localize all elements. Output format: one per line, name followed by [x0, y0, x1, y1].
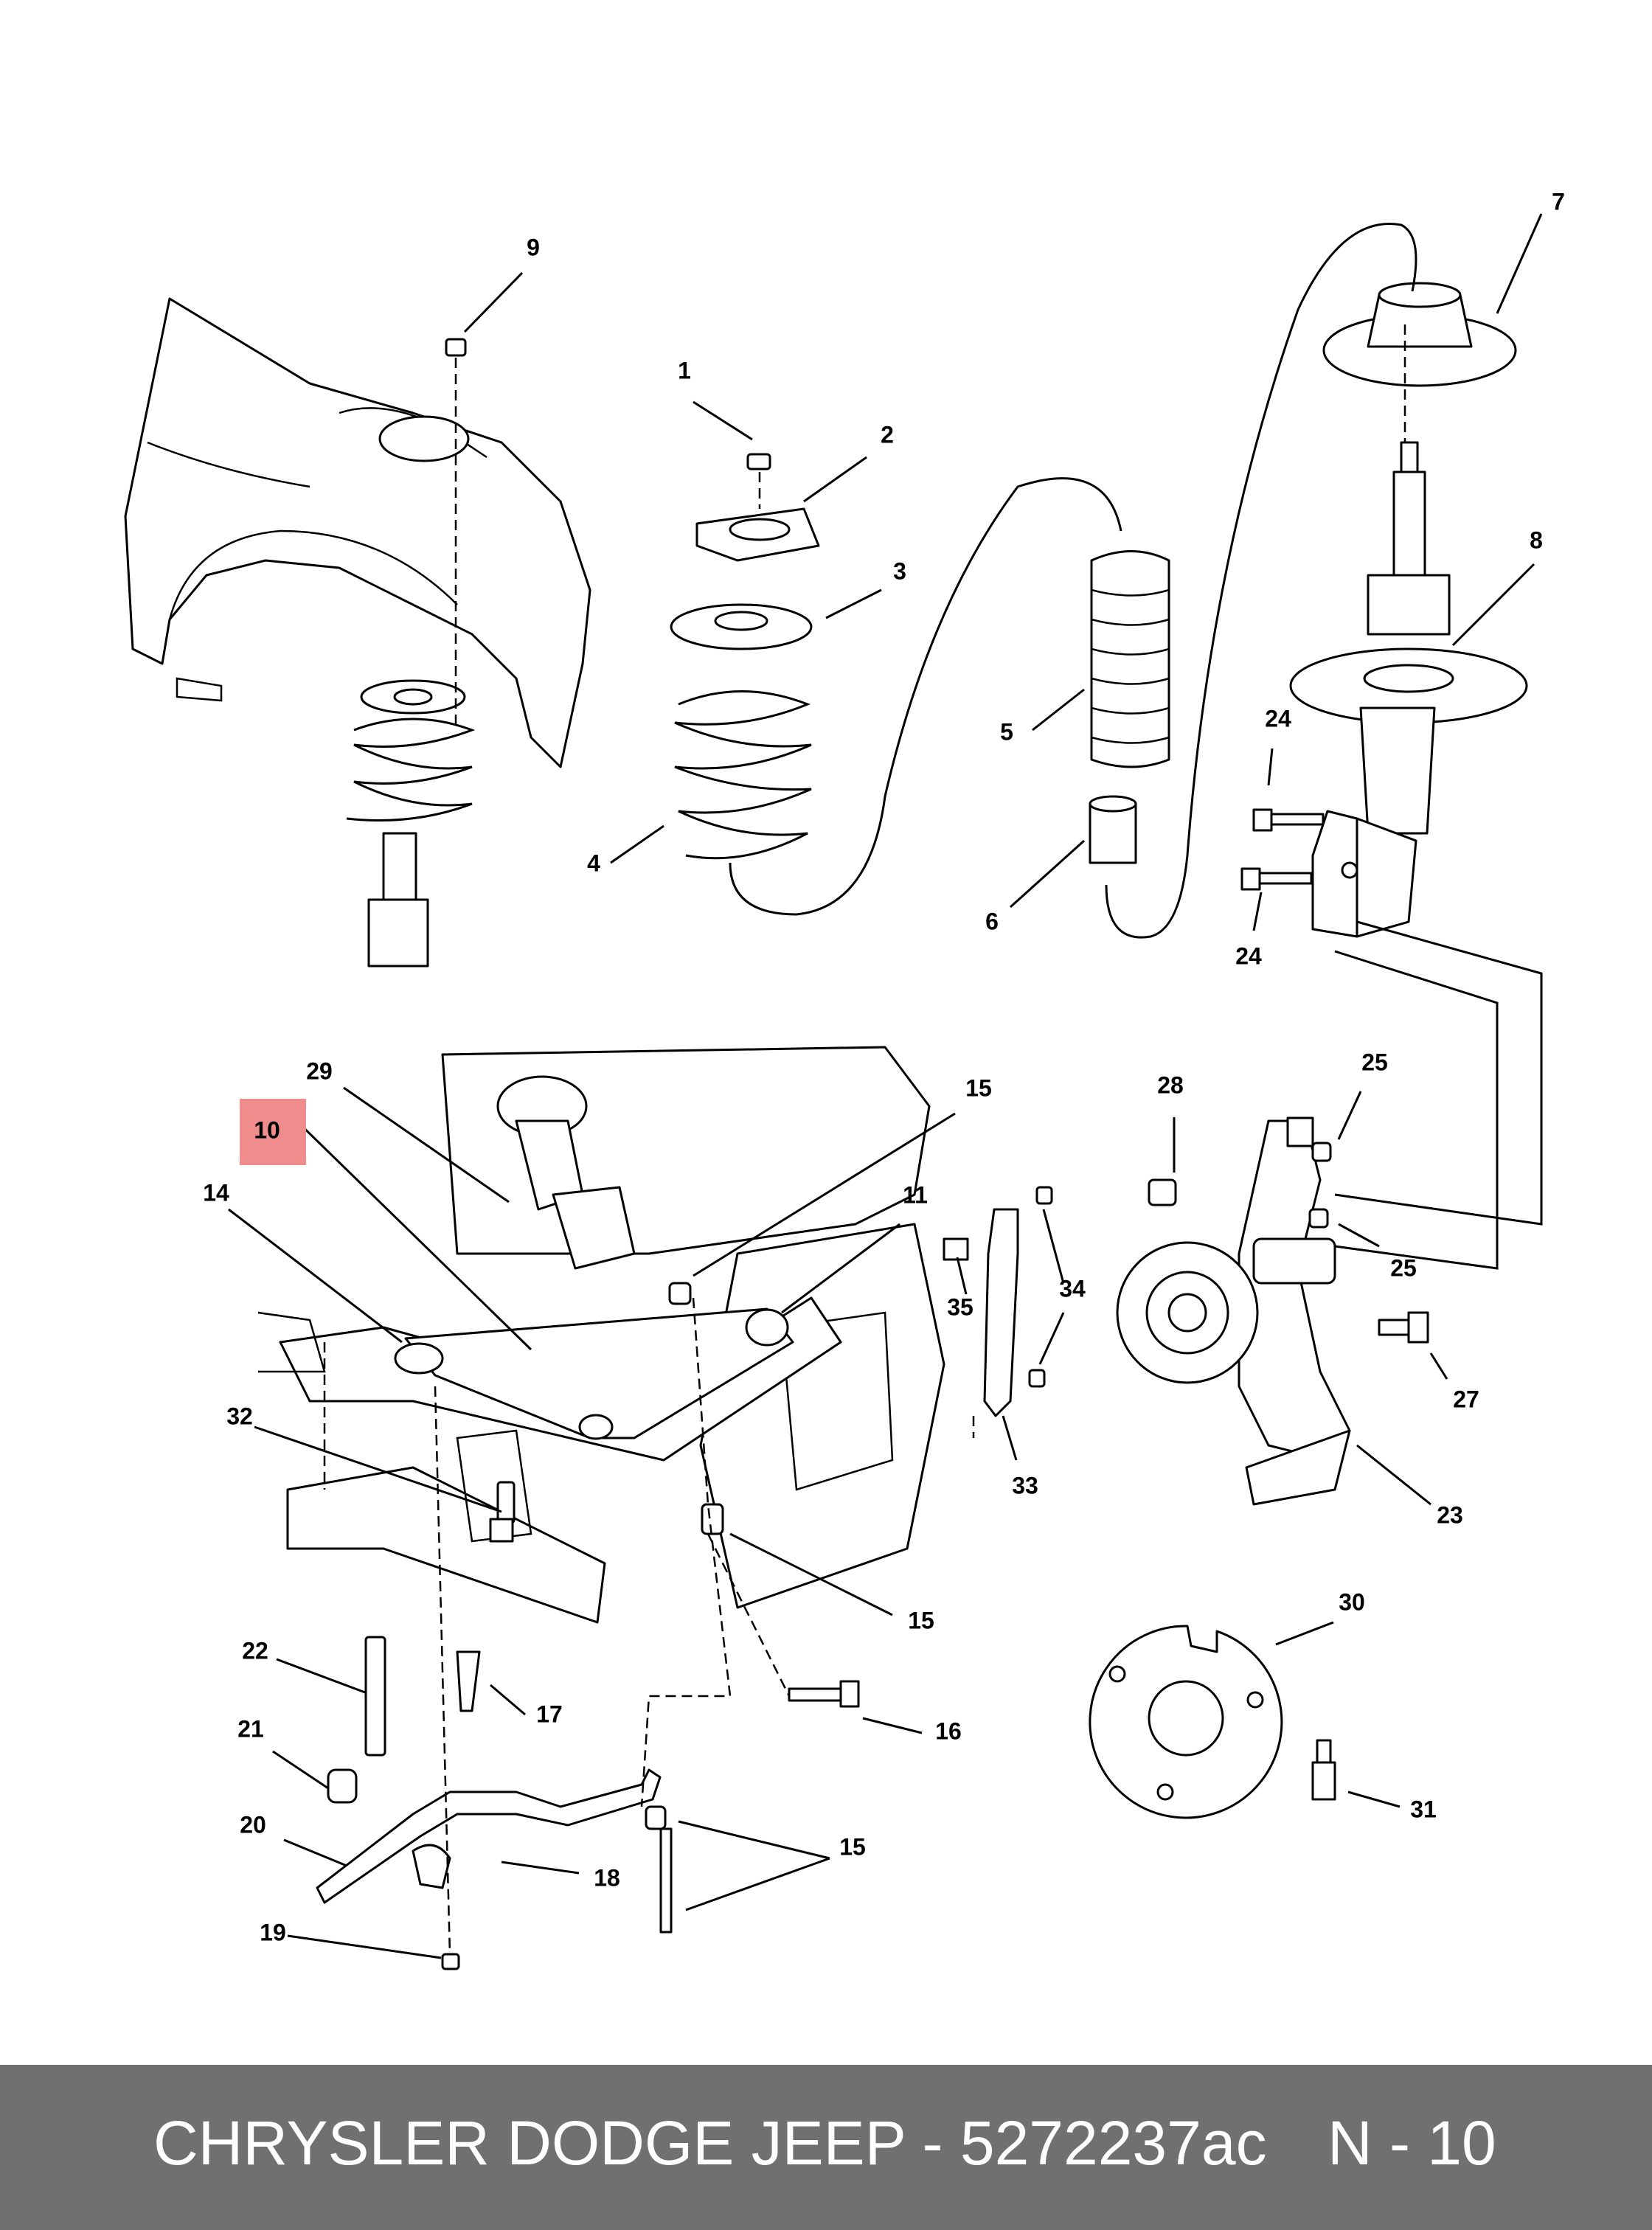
callout-35: 35	[947, 1293, 974, 1320]
leader-lines	[228, 213, 1543, 1959]
callout-15-upper: 15	[965, 1074, 992, 1101]
footer-bar: CHRYSLER DODGE JEEP - 5272237ac N - 10	[0, 2065, 1652, 2230]
callout-28: 28	[1157, 1071, 1184, 1098]
callout-16: 16	[935, 1717, 962, 1744]
knuckle-and-hub	[1116, 1116, 1429, 1506]
callout-8: 8	[1530, 527, 1543, 553]
stabilizer-bar	[316, 1518, 860, 1970]
callout-23: 23	[1437, 1501, 1463, 1528]
callout-25-upper: 25	[1361, 1049, 1388, 1075]
callout-9: 9	[527, 234, 540, 260]
strut-bolts	[1240, 808, 1325, 891]
callout-33: 33	[1012, 1472, 1038, 1498]
callout-29: 29	[306, 1057, 333, 1084]
routing-lines-lower	[323, 1297, 975, 1955]
dust-boot-and-bumper	[1089, 550, 1170, 864]
callout-17: 17	[536, 1701, 563, 1727]
callout-21: 21	[237, 1715, 264, 1742]
footer-title: CHRYSLER DODGE JEEP - 5272237ac	[153, 2108, 1267, 2178]
callout-7: 7	[1552, 188, 1565, 215]
callout-32: 32	[226, 1403, 253, 1429]
callout-10: 10	[254, 1116, 280, 1143]
callout-6: 6	[985, 908, 999, 934]
callout-19: 19	[260, 1919, 286, 1945]
upper-seat-and-strut	[1289, 282, 1528, 938]
fender-assembly	[124, 297, 591, 768]
callout-15-middle: 15	[908, 1607, 934, 1633]
nut-9	[445, 338, 467, 357]
callout-15-lower: 15	[839, 1833, 866, 1860]
callout-labels: 1 2 3 4 5 6 7 8 9 10 11 14 15 15 15 16 1…	[203, 188, 1565, 1945]
callout-25-lower: 25	[1390, 1254, 1417, 1281]
callout-5: 5	[1000, 718, 1013, 745]
callout-14: 14	[203, 1179, 229, 1206]
callout-24-lower: 24	[1235, 942, 1262, 969]
suspension-exploded-diagram: 1 2 3 4 5 6 7 8 9 10 11 14 15 15 15 16 1…	[124, 188, 1565, 1970]
callout-highlight	[240, 1099, 306, 1165]
callout-18: 18	[594, 1864, 620, 1891]
bushings-and-links	[496, 1186, 1053, 1535]
callout-34: 34	[1059, 1275, 1086, 1302]
callout-3: 3	[893, 558, 906, 584]
callout-22: 22	[242, 1637, 268, 1664]
strut-assembly-installed	[346, 679, 476, 968]
lower-control-arm	[394, 1282, 794, 1440]
brake-shield	[1089, 1625, 1336, 1819]
routing-lines	[454, 223, 1543, 1270]
callout-20: 20	[240, 1811, 266, 1838]
callout-27: 27	[1453, 1386, 1479, 1412]
callout-2: 2	[881, 421, 894, 448]
callout-1: 1	[678, 357, 691, 383]
callout-24-upper: 24	[1265, 705, 1291, 732]
callout-31: 31	[1410, 1796, 1437, 1822]
strut-mount-parts	[670, 453, 820, 860]
callout-30: 30	[1339, 1588, 1365, 1615]
callout-11: 11	[903, 1181, 928, 1208]
callout-4: 4	[587, 850, 600, 876]
footer-page-code: N - 10	[1328, 2108, 1496, 2178]
